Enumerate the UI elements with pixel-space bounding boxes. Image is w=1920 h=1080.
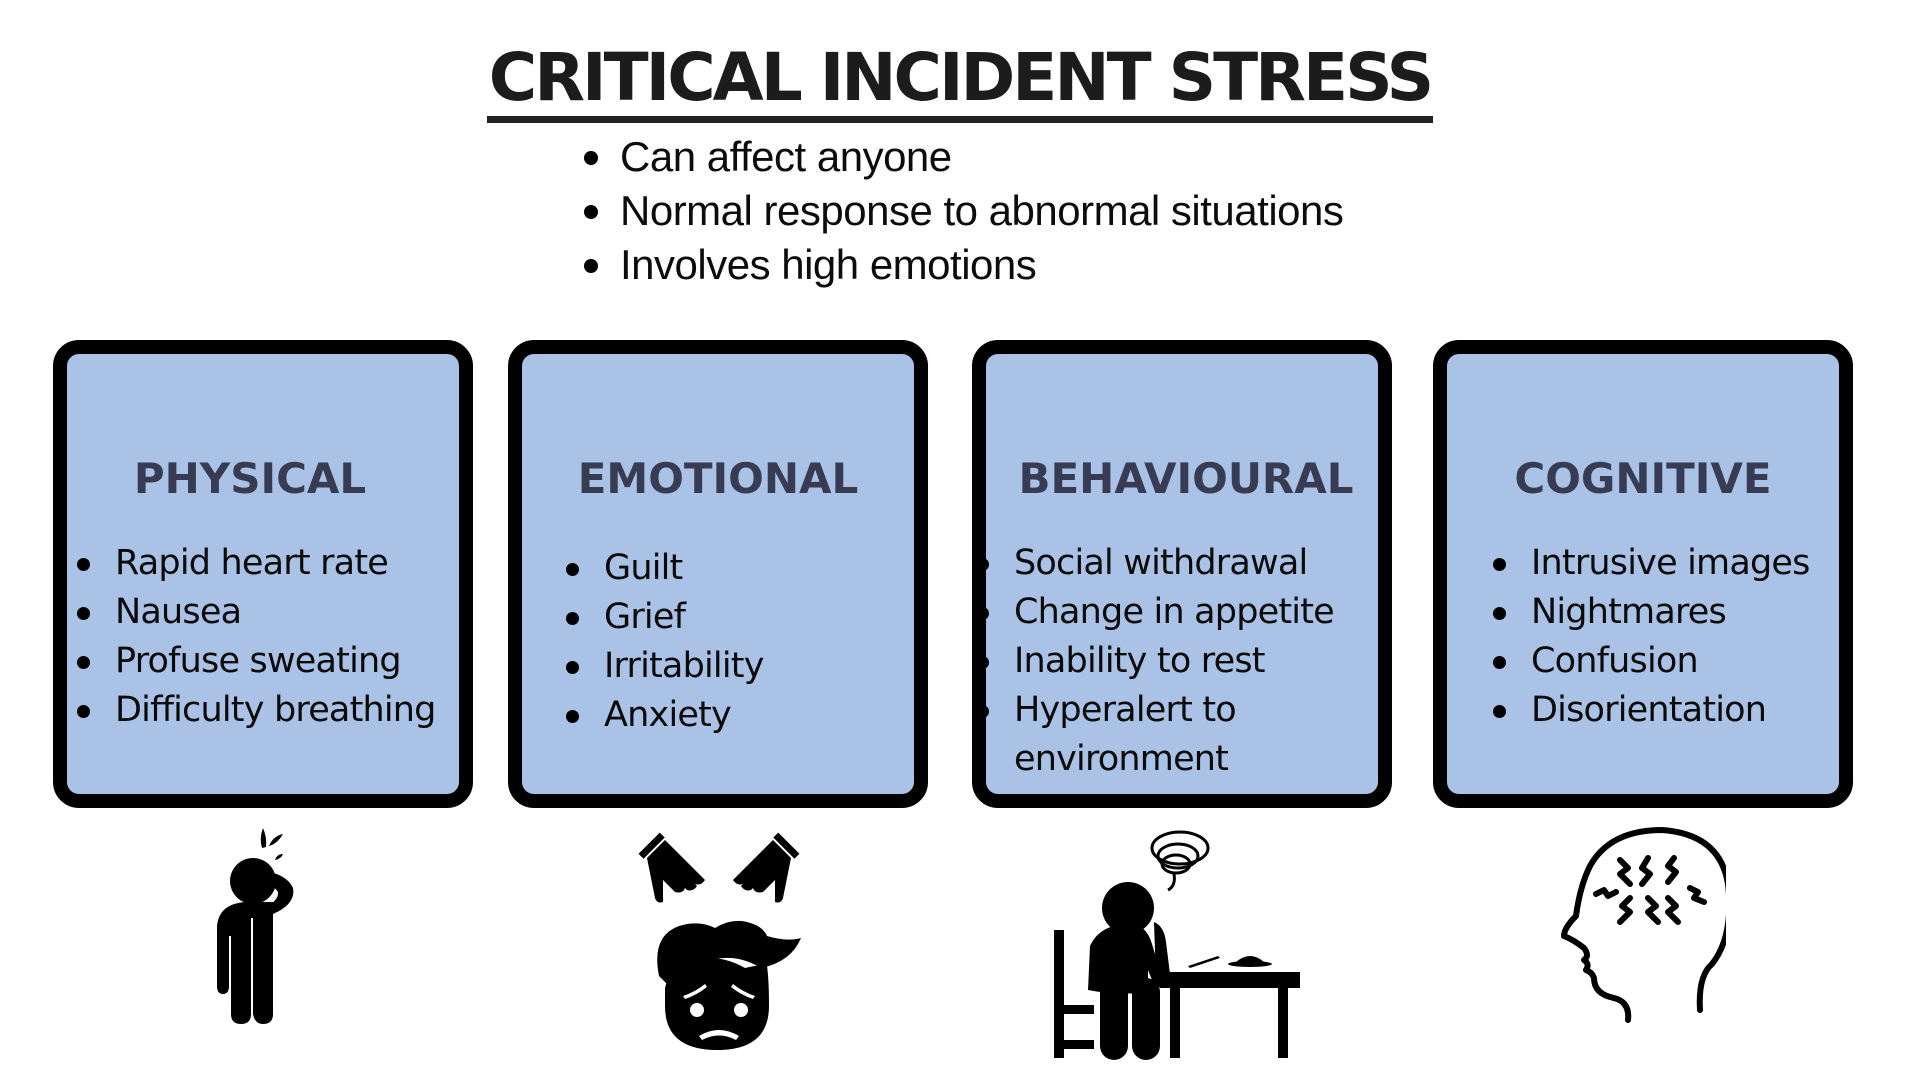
card-heading: EMOTIONAL bbox=[577, 454, 859, 503]
card-behavioural: BEHAVIOURAL Social withdrawal Change in … bbox=[972, 340, 1392, 808]
list-item: Inability to rest bbox=[972, 637, 1334, 686]
card-emotional: EMOTIONAL Guilt Grief Irritability Anxie… bbox=[508, 340, 928, 808]
intro-list: Can affect anyone Normal response to abn… bbox=[580, 130, 1344, 292]
card-list: Rapid heart rate Nausea Profuse sweating… bbox=[73, 539, 436, 735]
card-heading: PHYSICAL bbox=[133, 454, 367, 503]
list-item: Hyperalert to bbox=[972, 686, 1334, 735]
list-item: Anxiety bbox=[562, 691, 764, 740]
list-item: Disorientation bbox=[1489, 686, 1810, 735]
list-item: Nightmares bbox=[1489, 588, 1810, 637]
list-item: Confusion bbox=[1489, 637, 1810, 686]
intro-item: Involves high emotions bbox=[580, 238, 1343, 292]
page-title-wrap: CRITICAL INCIDENT STRESS bbox=[0, 40, 1920, 123]
sweating-person-icon bbox=[217, 828, 294, 1024]
head-confusion-icon bbox=[1561, 827, 1726, 1023]
card-heading: BEHAVIOURAL bbox=[1018, 454, 1354, 503]
person-at-table-icon bbox=[1054, 830, 1300, 1060]
list-item-continued: environment bbox=[1014, 739, 1229, 779]
distressed-face-icon bbox=[638, 832, 801, 1050]
list-item: Change in appetite bbox=[972, 588, 1335, 637]
card-list: Guilt Grief Irritability Anxiety bbox=[562, 544, 764, 740]
list-item: Irritability bbox=[562, 642, 764, 691]
intro-item: Can affect anyone bbox=[580, 130, 1343, 184]
list-item: Social withdrawal bbox=[972, 539, 1334, 588]
card-list: Intrusive images Nightmares Confusion Di… bbox=[1489, 539, 1810, 735]
list-item: Intrusive images bbox=[1489, 539, 1810, 588]
intro-item: Normal response to abnormal situations bbox=[580, 184, 1344, 238]
card-list: Social withdrawal Change in appetite Ina… bbox=[972, 539, 1335, 784]
card-cognitive: COGNITIVE Intrusive images Nightmares Co… bbox=[1433, 340, 1853, 808]
list-item: Profuse sweating bbox=[73, 637, 436, 686]
list-item: Guilt bbox=[562, 544, 764, 593]
list-item: Difficulty breathing bbox=[73, 686, 436, 735]
page-title: CRITICAL INCIDENT STRESS bbox=[486, 40, 1434, 123]
card-physical: PHYSICAL Rapid heart rate Nausea Profuse… bbox=[53, 340, 473, 808]
list-item: Nausea bbox=[73, 588, 436, 637]
list-item: Rapid heart rate bbox=[73, 539, 436, 588]
card-heading: COGNITIVE bbox=[1514, 454, 1772, 503]
list-item: Grief bbox=[562, 593, 764, 642]
